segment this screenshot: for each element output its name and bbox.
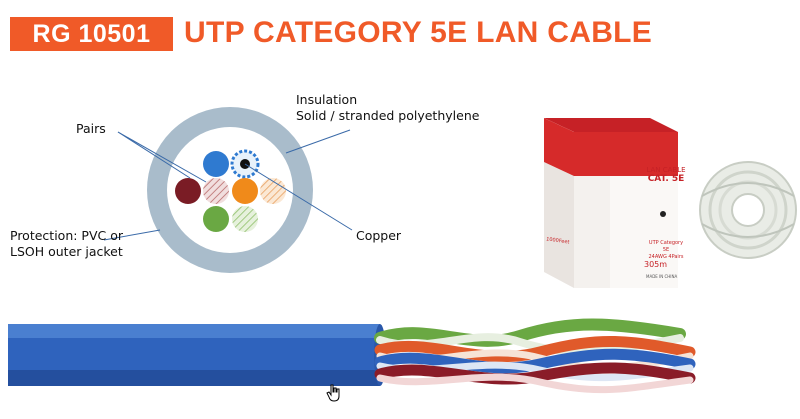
box-origin: MADE IN CHINA [646,274,678,279]
box-label-line2: CAT. 5E [647,174,685,184]
box-top [544,118,678,132]
twisted-pairs [374,318,696,394]
box-spec-line1: UTP Category 5E [648,240,684,253]
conductor-blue [203,151,229,177]
conductor-green-white [232,206,258,232]
insulation-label-line1: Insulation [296,92,358,107]
box-label-line1: LAN CABLE [646,166,686,174]
hand-cursor-icon [326,384,342,402]
conductor-brown-white [203,178,229,204]
protection-label-line1: Protection: PVC or [10,228,124,243]
cable-strip-photo [0,312,800,414]
insulation-label: Insulation Solid / stranded polyethylene [296,92,479,124]
conductor-brown [175,178,201,204]
box-pull-hole [660,211,666,217]
cable-strip-graphic [8,318,696,394]
box-length: 305m [644,260,668,269]
inner-core [167,127,293,253]
cross-section-graphic [103,107,353,273]
conductor-orange-white [260,178,286,204]
protection-label: Protection: PVC or LSOH outer jacket [10,228,123,260]
insulation-label-line2: Solid / stranded polyethylene [296,108,480,123]
header: RG 10501 UTP CATEGORY 5E LAN CABLE [0,0,800,64]
product-title: UTP CATEGORY 5E LAN CABLE [184,16,653,49]
box-spec: UTP Category 5E 24AWG 4Pairs [648,240,684,261]
box-label: LAN CABLE CAT. 5E [646,166,686,184]
cable-box-and-coil [544,118,797,288]
protection-label-line2: LSOH outer jacket [10,244,123,259]
conductor-green [203,206,229,232]
conductor-orange [232,178,258,204]
pairs-label: Pairs [76,121,106,136]
cable-coil [699,161,797,259]
copper-label: Copper [356,228,402,243]
product-photo: LAN CABLE CAT. 5E UTP Category 5E 24AWG … [530,100,800,300]
box-spec-line2: 24AWG 4Pairs [648,254,684,260]
leader-lines [103,129,353,241]
model-badge: RG 10501 [10,17,173,51]
cable-cross-section-diagram: Insulation Solid / stranded polyethylene… [0,80,520,290]
